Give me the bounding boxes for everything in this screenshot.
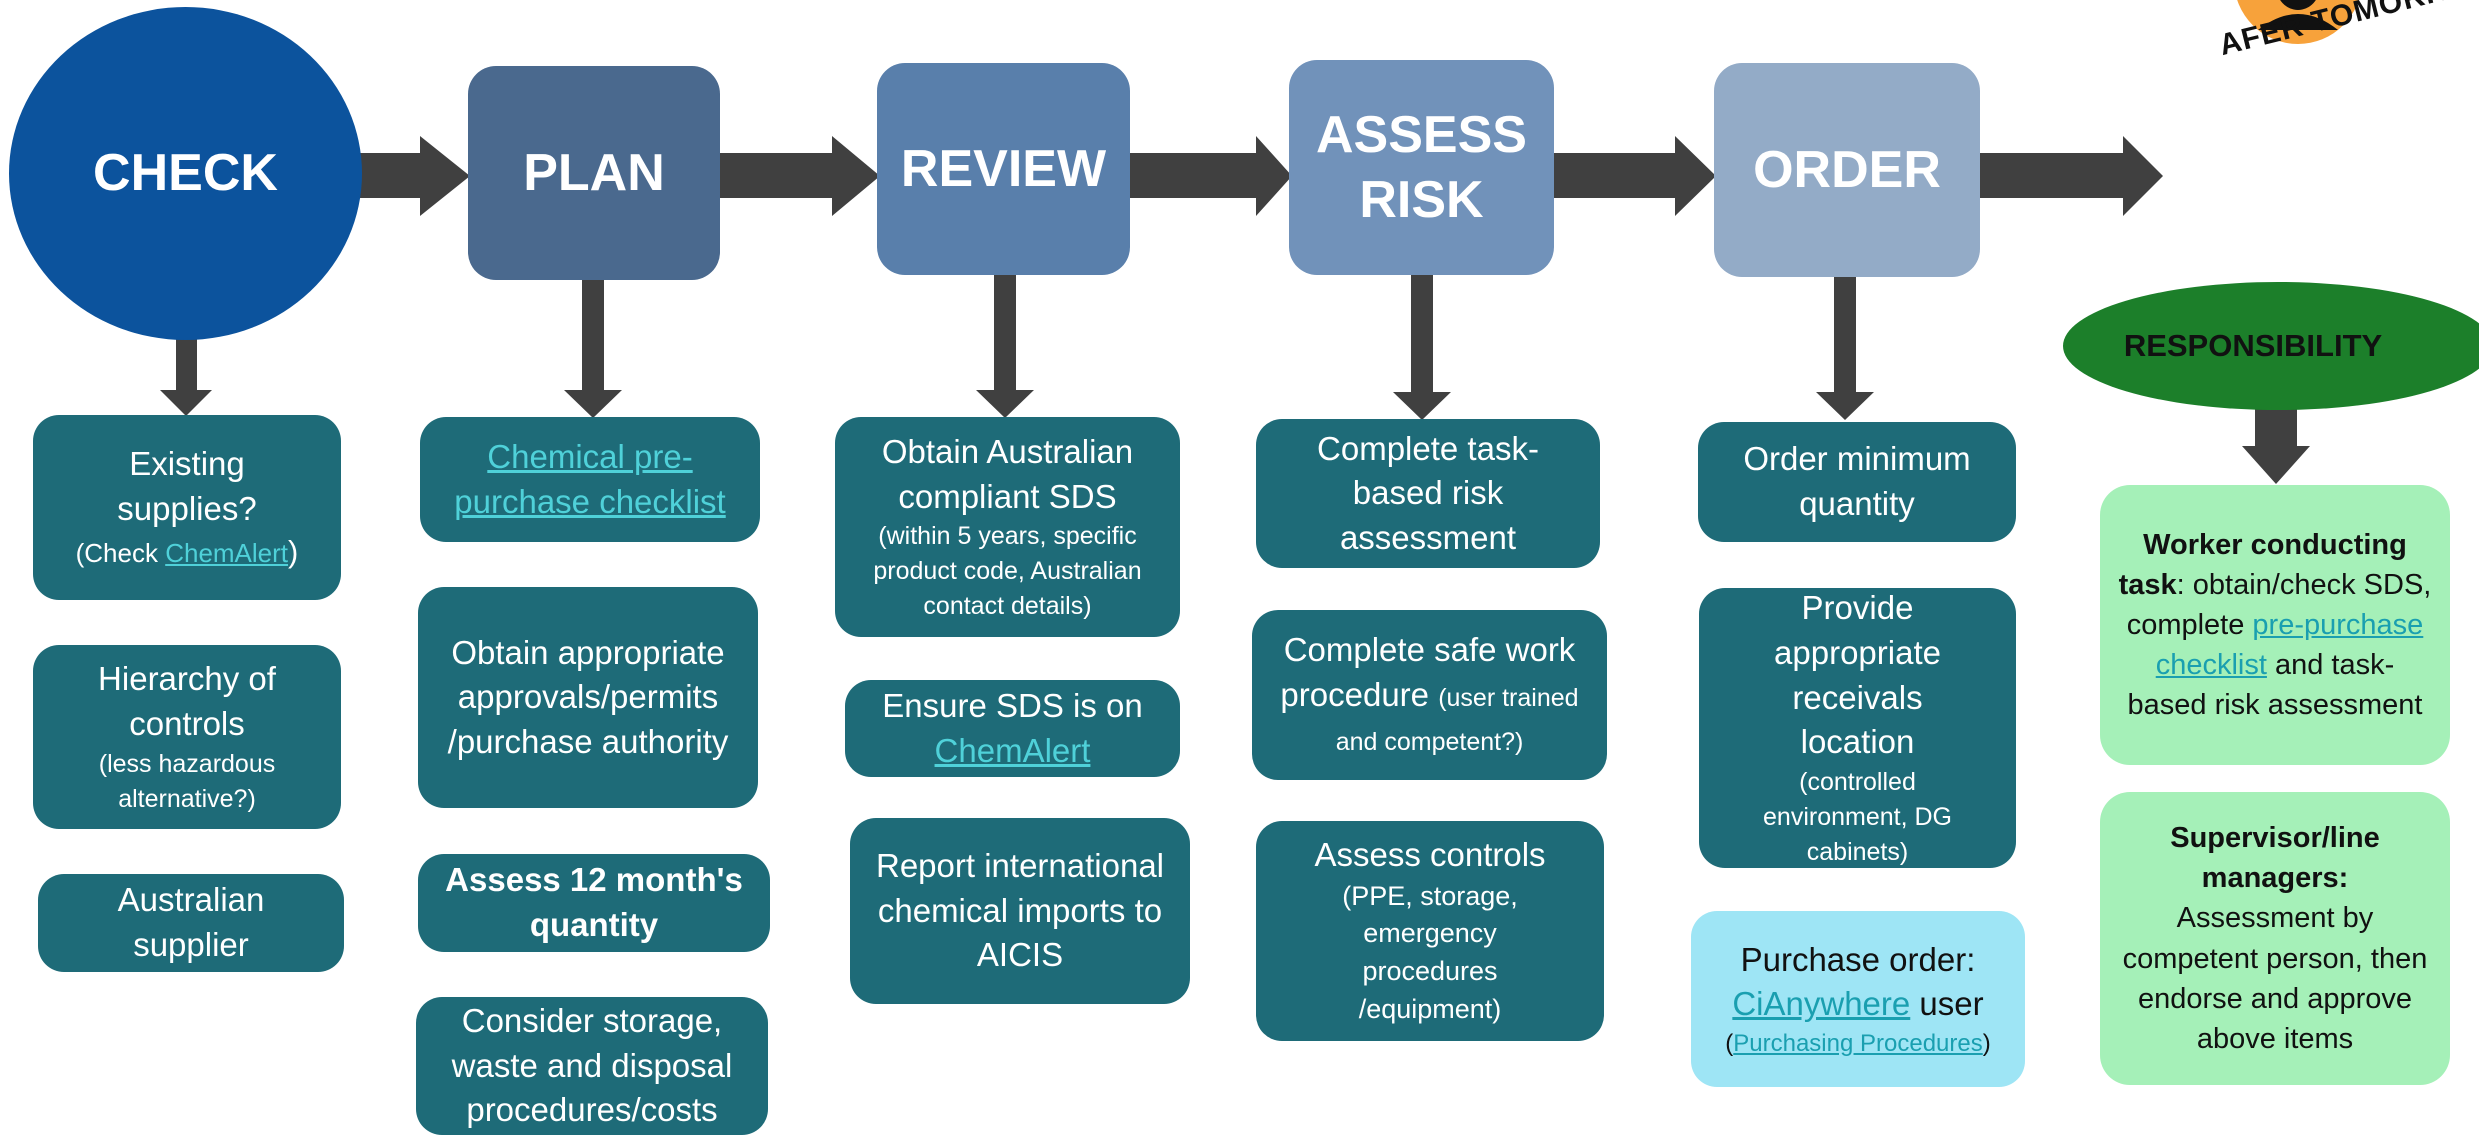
hierarchy-of-controls-box: Hierarchy of controls (less hazardous al…: [33, 645, 341, 829]
stage-check: CHECK: [9, 7, 362, 340]
arrow-check-down: [160, 338, 212, 416]
hierarchy-main: Hierarchy of controls: [98, 660, 276, 742]
logo-emblem-icon: [2237, 0, 2359, 44]
receivals-main: Provide appropriate receivals location: [1774, 589, 1941, 761]
australian-supplier-text: Australian supplier: [117, 881, 265, 963]
logo: AFER TOMORRO: [2188, 0, 2479, 80]
worker-text: : obtain/check SDS, complete: [2126, 568, 2432, 641]
stage-assess-risk: ASSESS RISK: [1289, 60, 1554, 275]
chemical-checklist-link[interactable]: Chemical pre-purchase checklist: [454, 437, 726, 520]
storage-box: Consider storage, waste and disposal pro…: [416, 997, 768, 1135]
arrow-assess-to-order: [1552, 136, 1716, 216]
receivals-box: Provide appropriate receivals location (…: [1699, 588, 2016, 868]
obtain-sds-box: Obtain Australian compliant SDS (within …: [835, 417, 1180, 637]
assess-quantity-text: Assess 12 month's quantity: [445, 861, 743, 943]
stage-order: ORDER: [1714, 63, 1980, 277]
arrow-order-down: [1816, 276, 1874, 420]
chemical-checklist-box: Chemical pre-purchase checklist: [420, 417, 760, 542]
stage-assess-label-line2: RISK: [1359, 170, 1484, 229]
existing-supplies-text: Existing supplies?: [117, 445, 257, 527]
responsibility-ellipse: RESPONSIBILITY: [2063, 282, 2479, 410]
supervisor-responsibility-box: Supervisor/line managers: Assessment by …: [2100, 792, 2450, 1085]
risk-assessment-box: Complete task-based risk assessment: [1256, 419, 1600, 568]
assess-quantity-box: Assess 12 month's quantity: [418, 854, 770, 952]
ensure-sds-chemalert-link[interactable]: ChemAlert: [934, 731, 1091, 769]
assess-controls-note: (PPE, storage, emergency procedures /equ…: [1342, 880, 1518, 1025]
stage-plan-label: PLAN: [523, 143, 665, 202]
assess-controls-box: Assess controls (PPE, storage, emergency…: [1256, 821, 1604, 1041]
worker-responsibility-box: Worker conducting task: obtain/check SDS…: [2100, 485, 2450, 765]
responsibility-title: RESPONSIBILITY: [2123, 328, 2383, 363]
stage-order-label: ORDER: [1753, 140, 1941, 199]
existing-supplies-box: Existing supplies? (Check ChemAlert): [33, 415, 341, 600]
ensure-sds-text: Ensure SDS is on: [882, 686, 1143, 724]
stage-review: REVIEW: [877, 63, 1130, 275]
check-prefix: (Check: [75, 538, 166, 569]
australian-supplier-box: Australian supplier: [38, 874, 344, 972]
worker-checklist-link[interactable]: pre-purchase checklist: [2155, 608, 2424, 681]
storage-text: Consider storage, waste and disposal pro…: [451, 1002, 733, 1129]
supervisor-bold: Supervisor/line managers:: [2170, 822, 2380, 895]
purchasing-paren-close: ): [1982, 1029, 1991, 1057]
purchase-order-box: Purchase order: CiAnywhere user (Purchas…: [1691, 911, 2025, 1087]
cianywhere-link[interactable]: CiAnywhere: [1732, 985, 1911, 1023]
swp-main: Complete safe work procedure: [1280, 631, 1576, 713]
stage-check-label: CHECK: [93, 144, 278, 202]
approvals-box: Obtain appropriate approvals/permits /pu…: [418, 587, 758, 808]
approvals-text: Obtain appropriate approvals/permits /pu…: [447, 633, 729, 760]
arrow-plan-to-review: [718, 136, 880, 216]
arrow-check-to-plan: [360, 136, 470, 216]
minimum-quantity-box: Order minimum quantity: [1698, 422, 2016, 542]
safe-work-procedure-box: Complete safe work procedure (user train…: [1252, 610, 1607, 780]
obtain-sds-main: Obtain Australian compliant SDS: [881, 432, 1134, 515]
report-imports-text: Report international chemical imports to…: [876, 847, 1165, 974]
stage-review-label: REVIEW: [900, 139, 1107, 198]
purchasing-paren-open: (: [1725, 1029, 1734, 1057]
arrow-assess-down: [1393, 274, 1451, 420]
receivals-note: (controlled environment, DG cabinets): [1763, 767, 1952, 866]
risk-assessment-text: Complete task-based risk assessment: [1317, 429, 1539, 556]
report-imports-box: Report international chemical imports to…: [850, 818, 1190, 1004]
purchasing-procedures-link[interactable]: Purchasing Procedures: [1733, 1029, 1983, 1057]
supervisor-text: Assessment by competent person, then end…: [2122, 902, 2428, 1055]
arrow-responsibility-down: [2242, 408, 2310, 484]
assess-controls-main: Assess controls: [1314, 836, 1546, 874]
worker-bold: Worker conducting task: [2118, 528, 2407, 601]
stage-assess-label-line1: ASSESS: [1316, 105, 1527, 164]
swp-note: (user trained and competent?): [1335, 683, 1579, 757]
purchase-order-suffix: user: [1910, 985, 1984, 1023]
ensure-sds-box: Ensure SDS is on ChemAlert: [845, 680, 1180, 777]
chemalert-link[interactable]: ChemAlert: [165, 538, 289, 569]
obtain-sds-note: (within 5 years, specific product code, …: [873, 522, 1142, 621]
arrow-order-to-right: [1978, 136, 2163, 216]
stage-plan: PLAN: [468, 66, 720, 280]
worker-tail: and task-based risk assessment: [2127, 649, 2423, 722]
check-suffix: ): [288, 534, 299, 570]
minimum-quantity-text: Order minimum quantity: [1743, 440, 1971, 522]
purchase-order-prefix: Purchase order:: [1740, 940, 1976, 978]
arrow-review-down: [976, 274, 1034, 418]
hierarchy-note: (less hazardous alternative?): [98, 749, 276, 813]
arrow-review-to-assess: [1128, 136, 1292, 216]
arrow-plan-down: [564, 279, 622, 418]
